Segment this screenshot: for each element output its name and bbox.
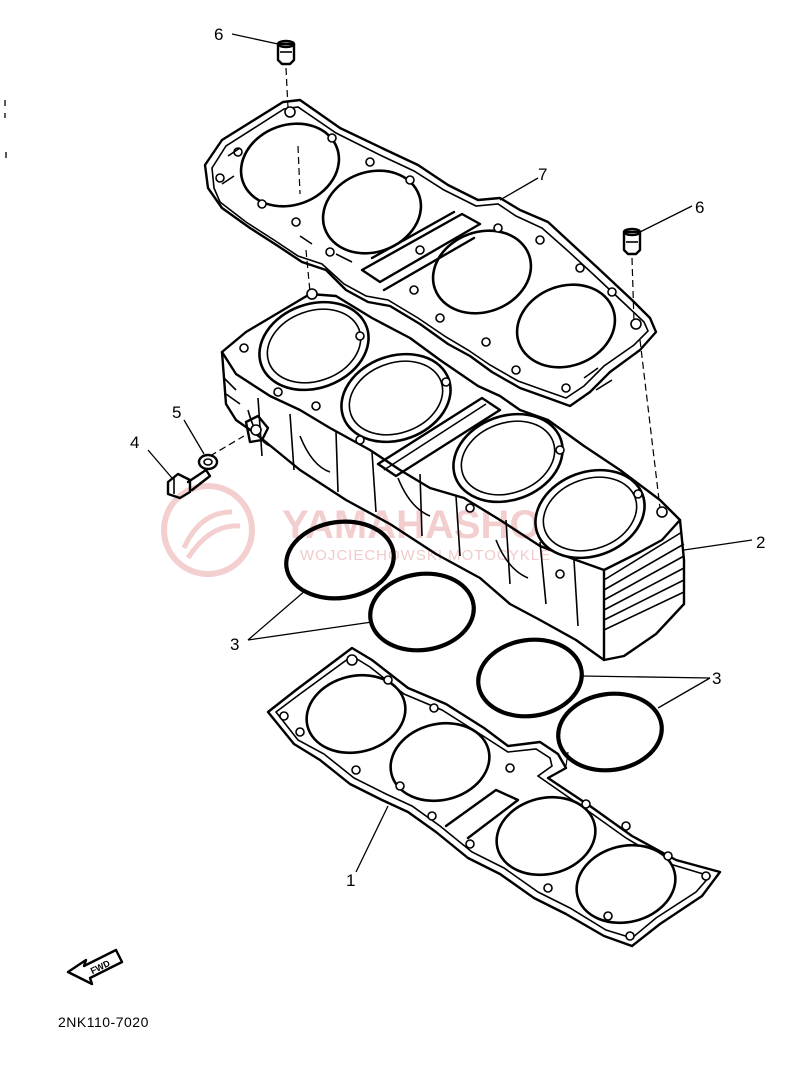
callout-3-left: 3 — [230, 635, 239, 654]
forward-arrow-icon: FWD — [66, 948, 124, 986]
part-code: 2NK110-7020 — [58, 1014, 149, 1030]
margin-marks — [4, 100, 7, 158]
dowel-pin-left — [276, 39, 296, 66]
cylinder-block — [220, 288, 686, 662]
base-gasket — [266, 646, 722, 948]
callout-5: 5 — [172, 403, 181, 422]
callout-6-right: 6 — [695, 198, 704, 217]
callout-3-right: 3 — [712, 669, 721, 688]
callout-1: 1 — [346, 871, 355, 890]
leader-lines — [147, 33, 753, 873]
callout-4: 4 — [130, 433, 139, 452]
callout-7: 7 — [538, 165, 547, 184]
head-gasket — [203, 98, 658, 408]
bolt — [166, 468, 212, 500]
washer — [197, 453, 219, 471]
callout-2: 2 — [756, 533, 765, 552]
watermark-subtext: WOJCIECHOWSKI MOTOCYKLE — [300, 547, 551, 564]
callout-6-left: 6 — [214, 25, 223, 44]
o-rings — [284, 519, 664, 773]
assembly-lines — [209, 67, 661, 767]
dowel-pin-right — [622, 227, 642, 256]
callouts: 6 6 7 2 4 5 3 3 1 — [130, 25, 765, 890]
